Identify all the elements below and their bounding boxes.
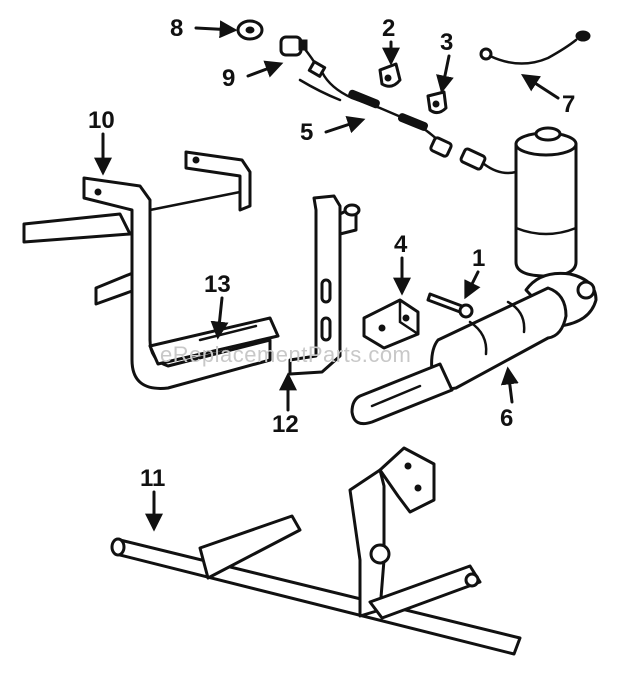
arrow-1 <box>464 270 481 300</box>
callout-6: 6 <box>500 405 513 432</box>
part-3-clip <box>426 90 448 115</box>
callout-5: 5 <box>300 119 313 146</box>
arrow-3 <box>436 54 454 94</box>
callout-9: 9 <box>222 65 235 92</box>
part-6-actuator <box>350 126 598 426</box>
part-2-clip <box>378 62 402 88</box>
arrow-9 <box>246 60 284 78</box>
part-5-wire-harness <box>298 70 518 175</box>
callout-10: 10 <box>88 107 115 134</box>
part-1-pin <box>426 292 474 319</box>
callout-8: 8 <box>170 15 183 42</box>
arrow-7 <box>520 74 560 100</box>
arrow-6 <box>500 366 519 404</box>
callout-2: 2 <box>382 15 395 42</box>
part-8-grommet <box>236 19 264 41</box>
leader-arrows <box>94 20 560 532</box>
part-11-axle-assembly <box>110 446 522 656</box>
callout-13: 13 <box>204 271 231 298</box>
part-7-ground-wire <box>479 30 591 65</box>
callout-11: 11 <box>140 465 165 492</box>
callout-7: 7 <box>562 91 575 118</box>
part-12-upright <box>288 194 361 376</box>
callout-12: 12 <box>272 411 299 438</box>
callout-3: 3 <box>440 29 453 56</box>
watermark-text: eReplacementParts.com <box>160 342 411 367</box>
part-9-switch <box>279 35 327 78</box>
arrow-13 <box>210 296 229 340</box>
callout-1: 1 <box>472 245 485 272</box>
arrow-8 <box>194 20 238 39</box>
arrow-5 <box>324 116 366 134</box>
part-4-block <box>362 298 420 350</box>
part-10-bracket <box>22 150 272 390</box>
callout-4: 4 <box>394 231 408 258</box>
